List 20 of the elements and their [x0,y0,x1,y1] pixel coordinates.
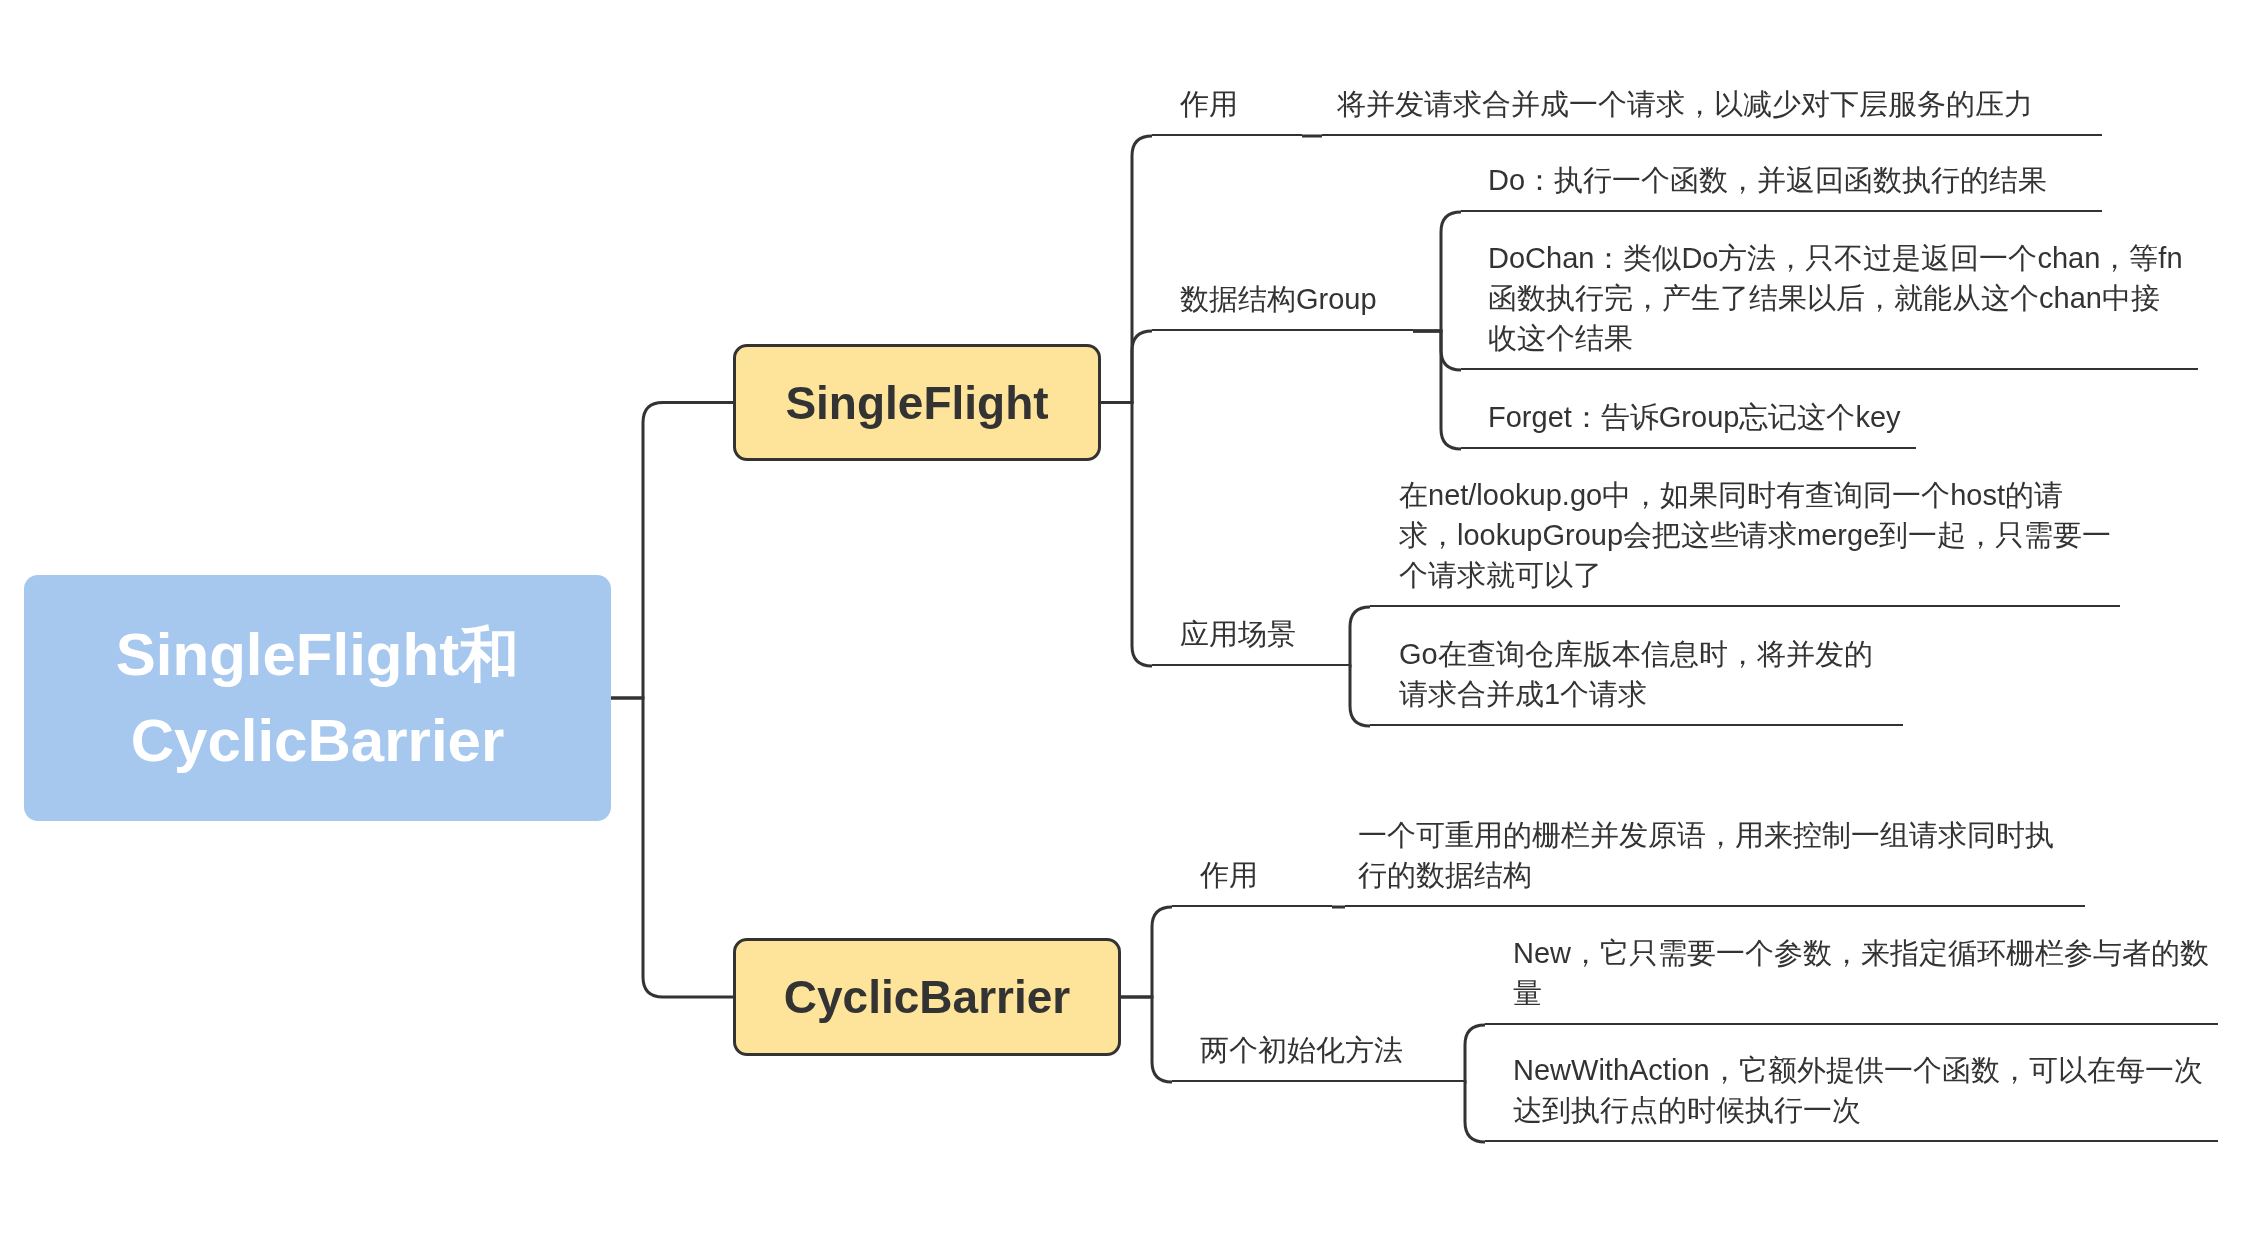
subtopic-text: 一个可重用的栅栏并发原语，用来控制一组请求同时执行的数据结构 [1345,815,2085,907]
topic-box: SingleFlight [733,344,1101,461]
subtopic-text: 数据结构Group [1152,279,1413,331]
topic-box: CyclicBarrier [733,938,1121,1056]
subtopic-text: DoChan：类似Do方法，只不过是返回一个chan，等fn函数执行完，产生了结果以后，就能从这个chan中接收这个结果 [1461,238,2198,370]
subtopic-text: 两个初始化方法 [1172,1030,1464,1082]
subtopic-text: Forget：告诉Group忘记这个key [1461,397,1916,449]
subtopic-text: 作用 [1172,855,1332,907]
subtopic-text: 作用 [1152,84,1302,136]
connector-line [1332,905,1345,909]
subtopic-text: 将并发请求合并成一个请求，以减少对下层服务的压力 [1322,84,2102,136]
connector-line [611,696,733,999]
connector-line [1302,134,1322,138]
subtopic-text: Go在查询仓库版本信息时，将并发的请求合并成1个请求 [1370,634,1903,726]
subtopic-text: 应用场景 [1152,614,1349,666]
subtopic-text: NewWithAction，它额外提供一个函数，可以在每一次达到执行点的时候执行一次 [1485,1050,2218,1142]
subtopic-text: 在net/lookup.go中，如果同时有查询同一个host的请求，lookupGroup会把这些请求merge到一起，只需要一个请求就可以了 [1370,475,2120,607]
central-topic-box: SingleFlight和CyclicBarrier [24,575,611,821]
subtopic-text: Do：执行一个函数，并返回函数执行的结果 [1461,160,2102,212]
subtopic-text: New，它只需要一个参数，来指定循环栅栏参与者的数量 [1485,933,2218,1025]
